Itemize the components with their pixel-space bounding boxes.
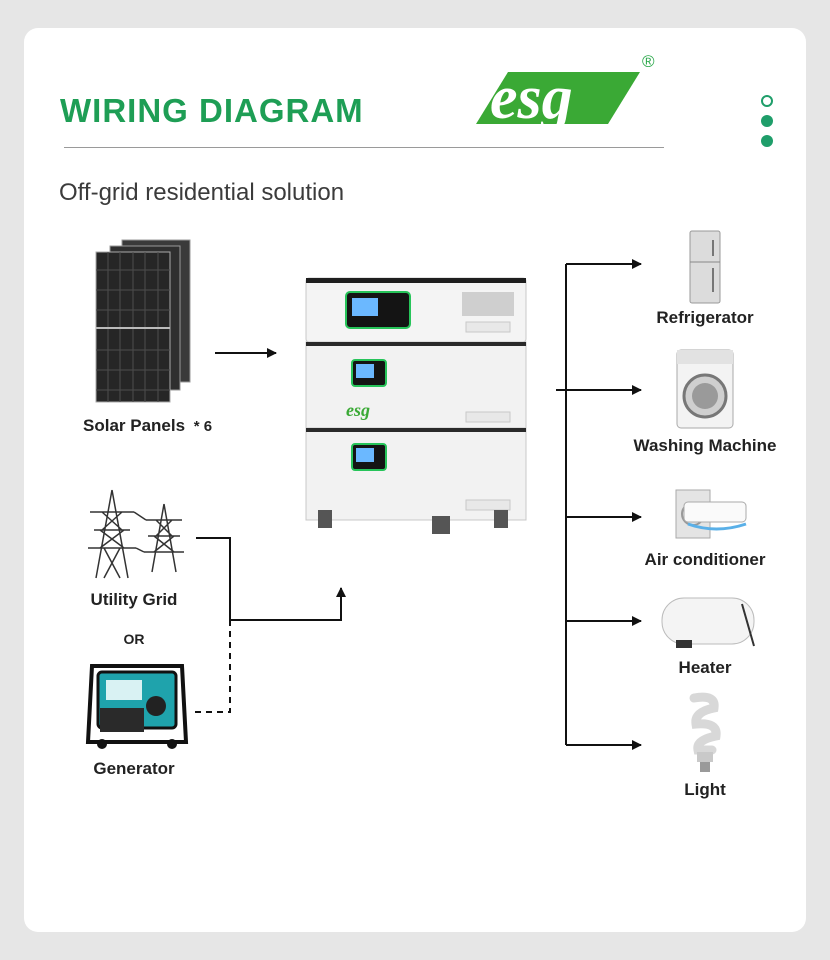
refrigerator-icon	[689, 230, 721, 304]
logo-lettering: esg	[490, 64, 573, 132]
utility-grid-label: Utility Grid	[90, 590, 178, 609]
battery-cabinet-icon: esg	[305, 277, 527, 534]
utility-grid-icon	[88, 489, 184, 579]
load-label-air-conditioner: Air conditioner	[644, 550, 766, 569]
solar-count: * 6	[193, 418, 213, 435]
heater-icon	[661, 597, 755, 648]
page-dots[interactable]	[761, 95, 777, 155]
generator-line	[194, 620, 231, 713]
dot-indicator[interactable]	[761, 95, 773, 107]
load-label-light: Light	[684, 780, 726, 799]
washing-machine-icon	[676, 349, 734, 429]
solar-panels-label: Solar Panels * 6	[83, 416, 213, 435]
diagram-subtitle: Off-grid residential solution	[59, 179, 345, 206]
dot-indicator[interactable]	[761, 135, 773, 147]
load-label-refrigerator: Refrigerator	[656, 308, 754, 327]
generator-icon	[85, 664, 189, 749]
load-label-heater: Heater	[678, 658, 732, 677]
load-label-washing-machine: Washing Machine	[633, 436, 777, 455]
grid-line	[196, 537, 346, 621]
registered-mark: ®	[642, 52, 655, 71]
air-conditioner-icon	[675, 489, 747, 539]
light-bulb-icon	[689, 692, 721, 772]
dot-indicator[interactable]	[761, 115, 773, 127]
esg-logo: esg	[476, 64, 640, 132]
cabinet-brand: esg	[346, 400, 370, 420]
generator-label: Generator	[93, 759, 175, 778]
solar-panel-icon	[95, 239, 191, 403]
title-divider	[64, 147, 664, 148]
or-label: OR	[123, 631, 145, 647]
page-title: WIRING DIAGRAM	[60, 92, 364, 129]
